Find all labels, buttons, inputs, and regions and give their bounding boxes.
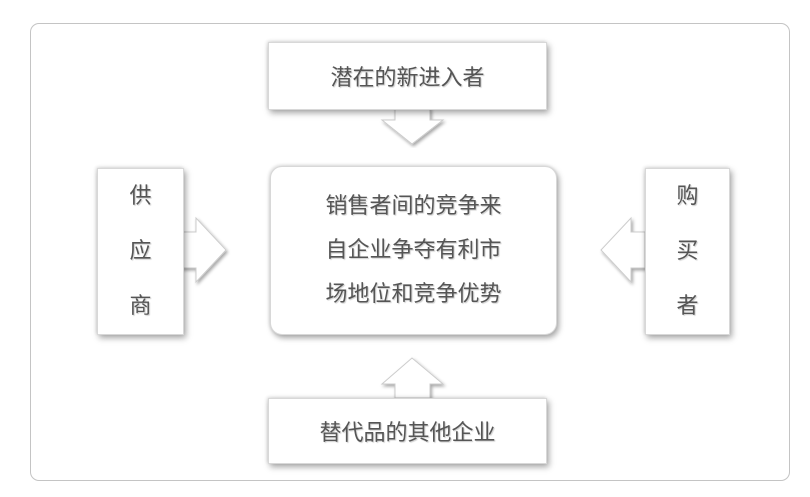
- suppliers-char: 商: [129, 294, 152, 319]
- diagram-frame: [30, 23, 790, 481]
- suppliers-box: 供 应 商: [97, 168, 184, 335]
- buyers-char: 购: [676, 184, 699, 209]
- arrow-down-icon: [380, 107, 445, 145]
- substitutes-box: 替代品的其他企业: [268, 398, 547, 464]
- rivalry-line: 销售者间的竞争来: [325, 193, 502, 219]
- arrow-left-icon: [600, 216, 646, 284]
- new-entrants-label: 潜在的新进入者: [330, 66, 485, 91]
- new-entrants-box: 潜在的新进入者: [268, 42, 547, 110]
- buyers-box: 购 买 者: [645, 168, 730, 335]
- suppliers-char: 供: [129, 184, 152, 209]
- rivalry-box: 销售者间的竞争来 自企业争夺有利市 场地位和竞争优势: [270, 166, 557, 335]
- buyers-char: 者: [676, 294, 699, 319]
- arrow-right-icon: [181, 216, 227, 284]
- suppliers-char: 应: [129, 239, 152, 264]
- rivalry-line: 自企业争夺有利市: [325, 237, 502, 263]
- rivalry-line: 场地位和竞争优势: [325, 281, 502, 307]
- substitutes-label: 替代品的其他企业: [319, 421, 496, 446]
- buyers-char: 买: [676, 239, 699, 264]
- arrow-up-icon: [380, 357, 445, 399]
